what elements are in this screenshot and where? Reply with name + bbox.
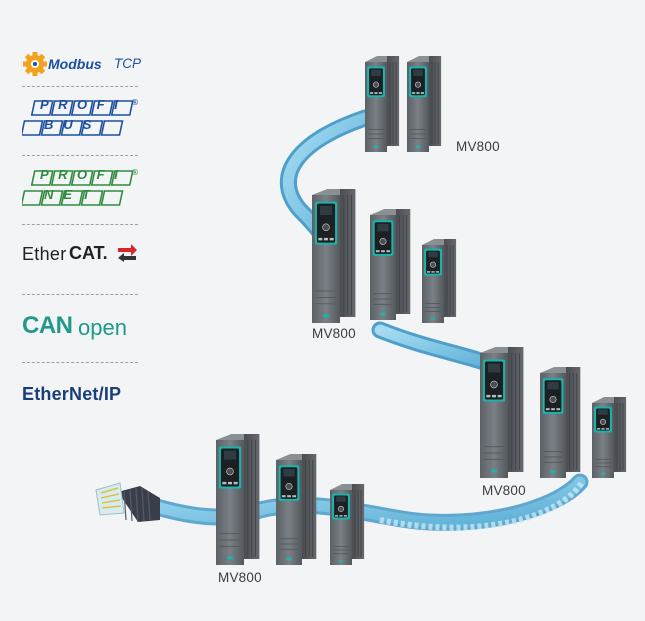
drive-groups	[216, 56, 627, 565]
drive-group-label: MV800	[456, 139, 500, 154]
canopen-can-label: CAN	[22, 312, 73, 339]
profinet-bottom-label: NET	[44, 187, 100, 202]
divider	[22, 224, 138, 225]
ethercat-cat-label: CAT.	[69, 243, 108, 263]
ethercat-arrow-icon	[118, 244, 137, 262]
svg-text:®: ®	[131, 168, 139, 177]
drive-unit	[276, 454, 317, 565]
protocol-list: Modbus TCP ® PROFI BUS	[0, 0, 150, 621]
drive-group-label: MV800	[482, 483, 526, 498]
canopen-open-label: open	[78, 315, 127, 340]
ethernet-ip-label: EtherNet/IP	[22, 384, 122, 404]
modbus-tcp-label: TCP	[114, 56, 141, 71]
drive-unit	[407, 56, 442, 152]
drive-unit	[370, 209, 411, 320]
modbus-label: Modbus	[48, 56, 102, 72]
drive-unit	[365, 56, 400, 152]
drive-unit	[312, 189, 356, 323]
drive-unit	[540, 367, 581, 478]
rj45-connector-icon	[95, 482, 160, 523]
canopen-logo: CAN open	[22, 310, 140, 378]
ethercat-ether-label: Ether	[22, 244, 67, 264]
ethernet-ip-logo: EtherNet/IP	[22, 380, 140, 448]
profibus-mark-icon: ®	[20, 98, 139, 136]
drive-unit	[422, 239, 457, 323]
drive-unit	[216, 434, 260, 565]
profibus-logo: ® PROFI BUS	[20, 95, 140, 163]
drive-group-label: MV800	[312, 326, 356, 341]
drive-unit	[592, 397, 627, 478]
profinet-mark-icon: ®	[20, 168, 139, 206]
profinet-logo: ® PROFI NET	[20, 165, 140, 233]
profibus-bottom-label: BUS	[44, 117, 102, 132]
drive-group-label: MV800	[218, 570, 262, 585]
divider	[22, 155, 138, 156]
profibus-top-label: PROFI	[40, 97, 128, 112]
modbus-gear-icon	[23, 52, 47, 76]
modbus-tcp-logo: Modbus TCP	[22, 45, 141, 113]
divider	[22, 362, 138, 363]
drive-unit	[480, 347, 524, 478]
svg-text:®: ®	[131, 98, 139, 107]
profinet-top-label: PROFI	[40, 167, 128, 182]
divider	[22, 294, 138, 295]
drive-unit	[330, 484, 365, 565]
divider	[22, 86, 138, 87]
ethercat-logo: Ether CAT.	[22, 238, 140, 306]
